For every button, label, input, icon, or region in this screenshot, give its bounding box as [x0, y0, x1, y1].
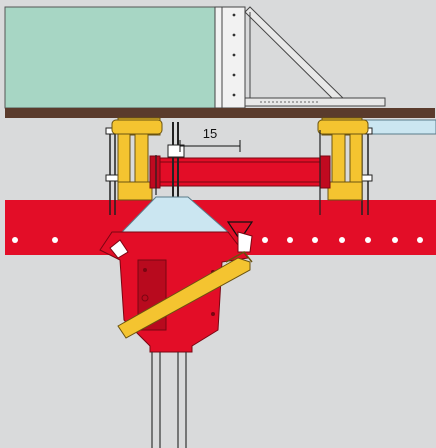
spindle-nut — [167, 144, 185, 158]
clamp-head-left — [111, 119, 163, 135]
bolt — [232, 33, 236, 37]
bolt — [232, 53, 236, 57]
beam-hole — [52, 237, 58, 243]
beam-hole — [392, 237, 398, 243]
beam-hole — [287, 237, 293, 243]
slab-deck — [5, 108, 435, 118]
beam-hole — [339, 237, 345, 243]
panel-frame-profile — [214, 6, 246, 109]
red-connector-beam — [149, 157, 331, 187]
bolt — [232, 93, 236, 97]
brace-base-plate — [244, 97, 386, 107]
clamp-foot-right — [327, 181, 363, 201]
wedge-symbol — [226, 221, 254, 242]
lever-hook — [225, 251, 253, 263]
yellow-clamp-right — [321, 117, 363, 201]
bolt — [143, 268, 147, 272]
beam-hole — [12, 237, 18, 243]
beam-hole — [262, 237, 268, 243]
wall-panel — [4, 6, 216, 109]
hook-tab — [237, 231, 253, 253]
connector-end — [319, 155, 331, 189]
dimension-label: 15 — [203, 126, 217, 141]
yellow-lever — [117, 257, 251, 339]
beam-hole — [417, 237, 423, 243]
bolt — [141, 294, 149, 302]
beam-hole — [312, 237, 318, 243]
bolt — [232, 13, 236, 17]
connector-end — [149, 155, 161, 189]
clamp-head-right — [317, 119, 369, 135]
beam-hole — [365, 237, 371, 243]
clamp-foot-left — [117, 181, 153, 201]
bolt — [232, 73, 236, 77]
bolt — [211, 312, 215, 316]
hook-tab — [109, 239, 129, 259]
